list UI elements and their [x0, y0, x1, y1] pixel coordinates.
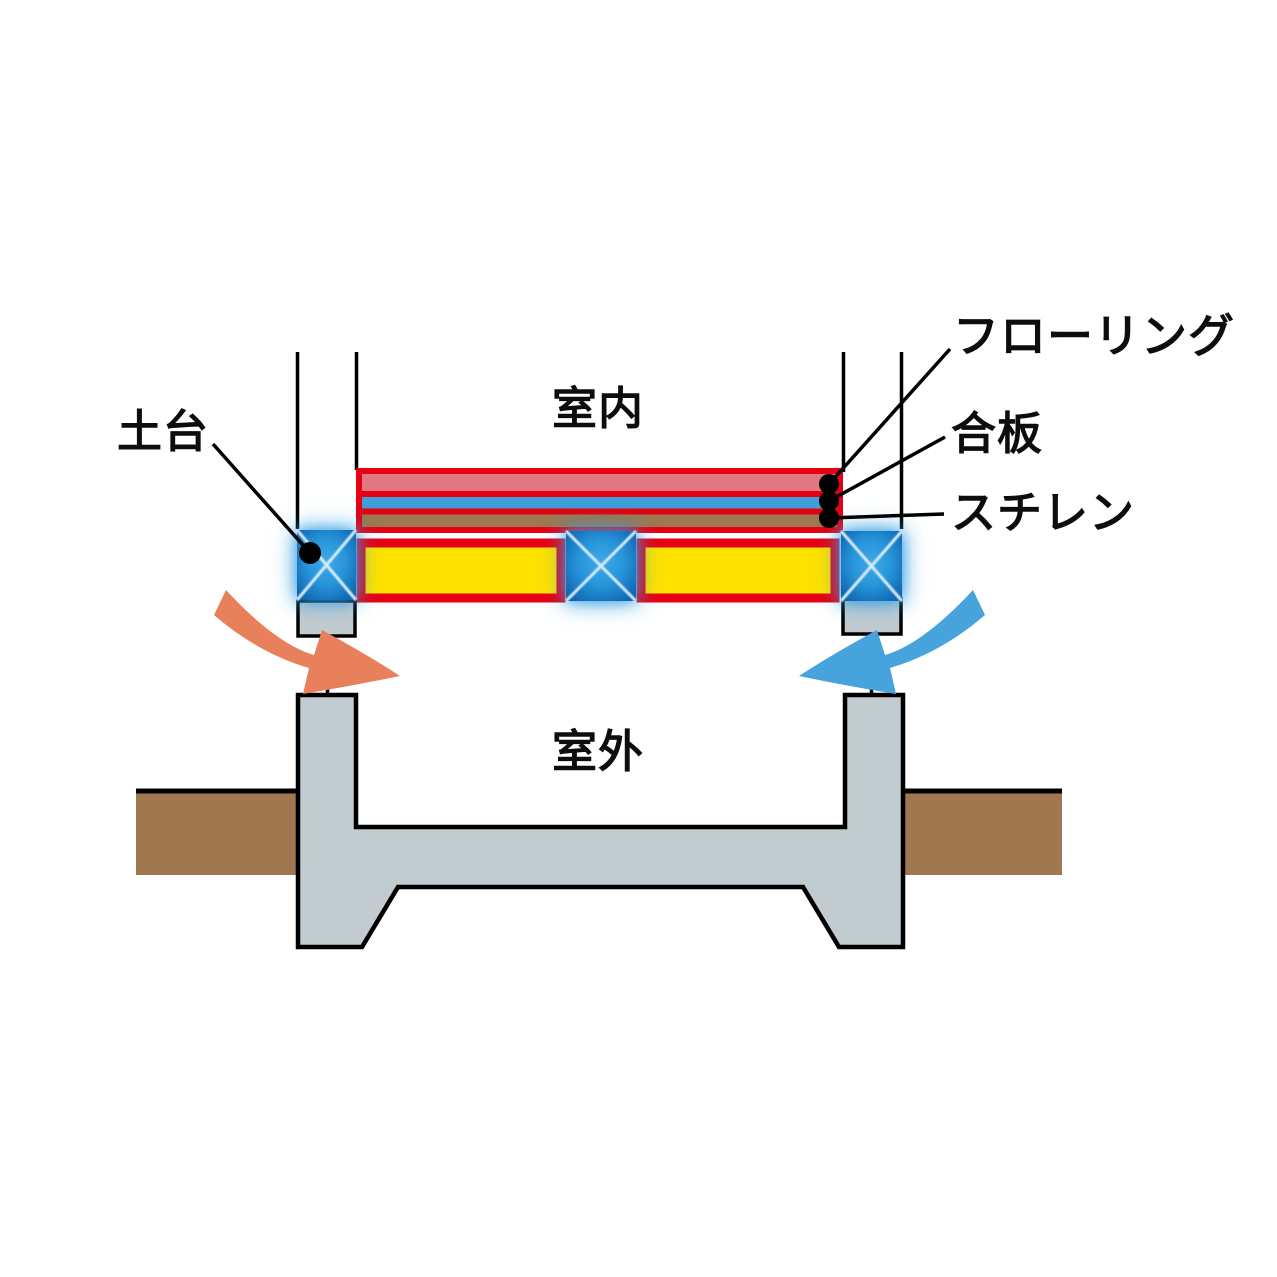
- leader-line-flooring: [827, 347, 952, 486]
- insulation-left: [356, 538, 566, 603]
- label-room-inside: 室内: [552, 383, 644, 434]
- leader-line-sill: [211, 442, 312, 555]
- foundation-top-block-right: [841, 597, 903, 636]
- leader-line-styrene: [828, 512, 945, 520]
- concrete-foundation: [295, 692, 906, 950]
- ground-left: [136, 793, 298, 875]
- girder-center-x-mark: [564, 529, 638, 603]
- label-styrene: スチレン: [951, 487, 1135, 538]
- sill-right-x-mark: [839, 530, 904, 602]
- marker-dot-sill: [299, 542, 321, 564]
- marker-dot-flooring: [819, 474, 839, 494]
- sill-right: [839, 530, 904, 602]
- leader-lines: [211, 347, 952, 555]
- plywood-layer: [356, 494, 843, 511]
- insulation-right: [636, 538, 840, 603]
- marker-dot-styrene: [819, 508, 839, 528]
- marker-dot-plywood: [819, 491, 839, 511]
- leader-line-plywood: [828, 435, 946, 503]
- foundation-top-block-left: [296, 599, 357, 638]
- floor-layer-stack: [356, 468, 843, 533]
- girder-center: [564, 529, 638, 603]
- label-flooring: フローリング: [953, 310, 1235, 362]
- ground-right: [903, 793, 1062, 875]
- label-sill: 土台: [117, 406, 209, 457]
- sill-left: [295, 529, 358, 601]
- layer-stack-outline: [356, 468, 843, 533]
- label-room-outside: 室外: [552, 726, 644, 777]
- sill-left-x-mark: [295, 529, 358, 601]
- label-plywood: 合板: [951, 408, 1043, 459]
